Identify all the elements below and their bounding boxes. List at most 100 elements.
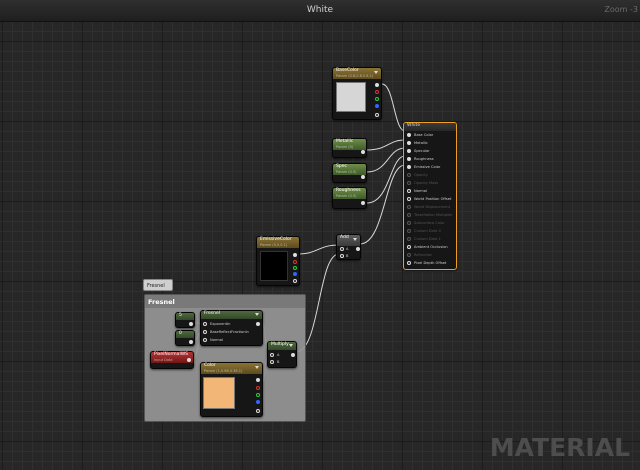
collapse-arrow-icon[interactable] [255, 366, 259, 369]
material-input-pin[interactable] [407, 245, 411, 249]
fresnel-comment-tab[interactable]: Fresnel [143, 279, 173, 291]
node-constant-5[interactable]: 5 [175, 312, 195, 328]
material-input-label: Tessellation Multiplier [414, 213, 453, 217]
material-input-pin[interactable] [407, 165, 411, 169]
node-metallic-title: Metallic [336, 139, 354, 144]
output-pin-r[interactable] [293, 260, 297, 264]
node-roughness[interactable]: Roughness Param (0.5) [332, 187, 367, 209]
input-pin-exponent[interactable] [203, 322, 207, 326]
node-basecolor-sub: Param (0.8,0.8,0.8,1) [336, 73, 374, 78]
output-pin-a[interactable] [375, 113, 379, 117]
material-watermark: MATERIAL [489, 433, 630, 462]
output-pin-r[interactable] [256, 386, 260, 390]
material-input-pin[interactable] [407, 149, 411, 153]
output-pin-g[interactable] [375, 97, 379, 101]
node-metallic[interactable]: Metallic Param (0) [332, 138, 367, 158]
material-input-label: Roughness [414, 157, 434, 161]
material-input-pin[interactable] [407, 205, 411, 209]
output-pin[interactable] [291, 353, 295, 357]
output-pin[interactable] [361, 175, 365, 179]
node-color[interactable]: Color Param (1,0.68,0.38,1) [200, 362, 263, 417]
node-roughness-title: Roughness [336, 188, 361, 193]
input-pin-b[interactable] [340, 254, 344, 258]
material-input-label: Custom Data 0 [414, 229, 441, 233]
color-swatch [336, 82, 366, 112]
node-spec-sub: Param (0.5) [336, 169, 357, 174]
material-input-pin[interactable] [407, 189, 411, 193]
collapse-arrow-icon[interactable] [374, 71, 378, 74]
node-color-sub: Param (1,0.68,0.38,1) [204, 368, 243, 373]
node-fresnel[interactable]: Fresnel ExponentIn BaseReflectFractionIn… [200, 310, 263, 346]
material-input-pin[interactable] [407, 173, 411, 177]
input-pin-normal[interactable] [203, 338, 207, 342]
material-input-label: Base Color [414, 133, 434, 137]
output-pin-rgb[interactable] [293, 253, 297, 257]
output-pin-g[interactable] [293, 266, 297, 270]
node-basecolor-title: BaseColor [336, 68, 359, 73]
pin-label-normal: Normal [210, 338, 224, 342]
material-input-label: Refraction [414, 253, 433, 257]
pin-label-exponent: ExponentIn [210, 322, 231, 326]
material-input-pin[interactable] [407, 133, 411, 137]
node-spec[interactable]: Spec Param (0.5) [332, 163, 367, 183]
output-pin[interactable] [361, 201, 365, 205]
material-input-pin[interactable] [407, 261, 411, 265]
node-pixelnormal-title: PixelNormalWS [154, 352, 188, 357]
input-pin-basereflect[interactable] [203, 330, 207, 334]
material-input-label: Metallic [414, 141, 428, 145]
output-pin-a[interactable] [256, 409, 260, 413]
node-pixelnormalws[interactable]: PixelNormalWS Input Data [150, 351, 194, 369]
node-multiply-title: Multiply [271, 342, 289, 347]
collapse-arrow-icon[interactable] [289, 344, 293, 347]
output-pin-r[interactable] [375, 90, 379, 94]
output-pin[interactable] [361, 150, 365, 154]
collapse-arrow-icon[interactable] [353, 238, 357, 241]
input-pin-b[interactable] [270, 360, 274, 364]
material-input-pin[interactable] [407, 237, 411, 241]
node-roughness-sub: Param (0.5) [336, 193, 357, 198]
material-input-pin[interactable] [407, 157, 411, 161]
output-pin-rgb[interactable] [256, 378, 260, 382]
node-constant-0[interactable]: 0 [175, 330, 195, 346]
material-input-pin[interactable] [407, 213, 411, 217]
pin-label-b: B [277, 360, 280, 364]
output-pin[interactable] [189, 322, 193, 326]
material-input-pin[interactable] [407, 253, 411, 257]
output-pin-b[interactable] [256, 400, 260, 404]
input-pin-a[interactable] [270, 353, 274, 357]
material-input-label: Normal [414, 189, 428, 193]
output-pin[interactable] [187, 358, 191, 362]
output-pin[interactable] [189, 340, 193, 344]
output-pin-rgb[interactable] [375, 83, 379, 87]
node-multiply[interactable]: Multiply A B [267, 341, 297, 368]
output-pin[interactable] [256, 322, 260, 326]
output-pin-g[interactable] [256, 393, 260, 397]
material-input-pin[interactable] [407, 221, 411, 225]
node-add[interactable]: Add A B [336, 234, 361, 260]
collapse-arrow-icon[interactable] [255, 313, 259, 316]
node-constant-0-title: 0 [179, 331, 182, 336]
material-input-pin[interactable] [407, 197, 411, 201]
material-input-pin[interactable] [407, 181, 411, 185]
pin-label-b: B [346, 254, 349, 258]
material-input-label: Specular [414, 149, 430, 153]
pin-label-a: A [346, 247, 349, 251]
material-input-label: World Position Offset [414, 197, 452, 201]
output-pin[interactable] [356, 247, 360, 251]
output-pin-b[interactable] [375, 104, 379, 108]
window-title: White [306, 5, 334, 15]
output-pin-b[interactable] [293, 272, 297, 276]
input-pin-a[interactable] [340, 247, 344, 251]
material-input-label: Subsurface Color [414, 221, 445, 225]
material-input-pin[interactable] [407, 141, 411, 145]
pin-label-basereflect: BaseReflectFractionIn [210, 330, 249, 334]
node-emissivecolor-sub: Param (0,0,0,1) [260, 242, 288, 247]
node-emissivecolor[interactable]: EmissiveColor Param (0,0,0,1) [256, 236, 300, 286]
output-pin-a[interactable] [293, 279, 297, 283]
material-input-pin[interactable] [407, 229, 411, 233]
node-spec-title: Spec [336, 164, 347, 169]
node-basecolor[interactable]: BaseColor Param (0.8,0.8,0.8,1) [332, 67, 382, 120]
node-color-title: Color [204, 363, 216, 368]
